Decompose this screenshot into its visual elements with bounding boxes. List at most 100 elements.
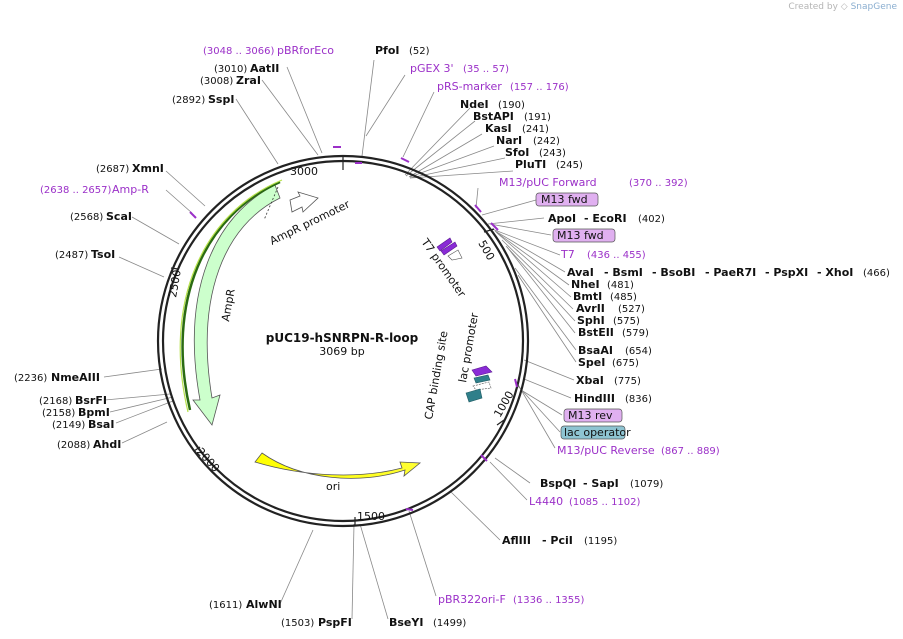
enzyme-name-bsai: BsaI (88, 418, 114, 431)
primer-pos-prsmarker: (157 .. 176) (510, 82, 569, 93)
enzyme-pos-hindiii: (836) (625, 394, 652, 405)
enzyme-pos-bsrfi: (2168) (39, 396, 72, 407)
enzyme-name-bmti: BmtI (573, 290, 602, 303)
enzyme-name-pluti: PluTI (515, 158, 546, 171)
enzyme-name-ahdi: AhdI (93, 438, 121, 451)
enzyme-name-afliii: AflIII (502, 534, 531, 547)
enzyme-pos-spei: (675) (612, 358, 639, 369)
enzyme-name-tsoi: TsoI (91, 248, 115, 261)
enzyme-name-bsobi: - BsoBI (652, 266, 695, 279)
primer-markers (189, 146, 518, 511)
feature-label-ampr: AmpR (219, 288, 238, 323)
ampr-feature (179, 179, 283, 426)
tick-label-2500: 2500 (166, 269, 184, 299)
enzyme-pos-alwni: (1611) (209, 600, 242, 611)
lac-promoter-feature (465, 365, 493, 403)
enzyme-pos-xbai: (775) (614, 376, 641, 387)
enzyme-name-avrii: AvrII (576, 302, 605, 315)
enzyme-pos-ahdi: (2088) (57, 440, 90, 451)
enzyme-name-ecori: - EcoRI (584, 212, 627, 225)
box-lac-operator: lac operator (560, 425, 631, 440)
enzyme-name-sapi: - SapI (583, 477, 619, 490)
enzyme-name-xhoi: - XhoI (817, 266, 853, 279)
enzyme-name-bseyi: BseYI (389, 616, 423, 629)
t7-promoter-feature (436, 237, 463, 261)
primer-pos-t7: (436 .. 455) (587, 250, 646, 261)
enzyme-name-pcii: - PciI (542, 534, 573, 547)
enzyme-pos-bsaai: (654) (625, 346, 652, 357)
enzyme-pos-nhei: (481) (607, 280, 634, 291)
enzyme-name-hindiii: HindIII (574, 392, 615, 405)
box-m13fwd-1: M13 fwd (535, 192, 599, 207)
primer-name-m13puc: M13/pUC Forward (499, 176, 597, 189)
credit-brand: SnapGene (850, 2, 897, 12)
tick-label-3000: 3000 (290, 165, 318, 178)
primer-name-m13pucrev: M13/pUC Reverse (557, 444, 655, 457)
enzyme-name-sspi: SspI (208, 93, 234, 106)
primer-pos-pgex3: (35 .. 57) (463, 64, 509, 75)
enzyme-pos-bsteii: (579) (622, 328, 649, 339)
enzyme-name-nmeaiii: NmeAIII (51, 371, 100, 384)
snapgene-logo-icon: ◇ (840, 2, 848, 12)
enzyme-pos-tsoi: (2487) (55, 250, 88, 261)
enzyme-pos-sspi: (2892) (172, 95, 205, 106)
leader-lines (103, 59, 577, 620)
enzyme-pos-aatii: (3010) (214, 64, 247, 75)
ampr-promoter-feature (289, 191, 319, 213)
enzyme-name-sphi: SphI (577, 314, 605, 327)
enzyme-pos-bstapi: (191) (524, 112, 551, 123)
enzyme-pos-sapi: (1079) (630, 479, 663, 490)
enzyme-pos-avrii: (527) (618, 304, 645, 315)
enzyme-pos-sfoi: (243) (539, 148, 566, 159)
enzyme-name-pfoi: PfoI (375, 44, 400, 57)
primer-pos-m13puc: (370 .. 392) (629, 178, 688, 189)
plasmid-name: pUC19-hSNRPN-R-loop (266, 331, 419, 345)
enzyme-name-pspfi: PspFI (318, 616, 352, 629)
enzyme-name-pspxi: - PspXI (765, 266, 808, 279)
enzyme-pos-bseyi: (1499) (433, 618, 466, 629)
enzyme-pos-nmeaiii: (2236) (14, 373, 47, 384)
enzyme-pos-zrai: (3008) (200, 76, 233, 87)
enzyme-pos-ecori: (402) (638, 214, 665, 225)
enzyme-pos-sphi: (575) (613, 316, 640, 327)
primer-pos-ampr: (2638 .. 2657) (40, 185, 112, 196)
enzyme-name-sfoi: SfoI (505, 146, 529, 159)
enzyme-name-xbai: XbaI (576, 374, 604, 387)
enzyme-pos-xmni: (2687) (96, 164, 129, 175)
enzyme-name-bsmi: - BsmI (604, 266, 643, 279)
feature-label-cap-site: CAP binding site (422, 330, 450, 421)
enzyme-name-kasi: KasI (485, 122, 512, 135)
enzyme-name-avai: AvaI (567, 266, 594, 279)
enzyme-name-xmni: XmnI (132, 162, 164, 175)
primer-name-pgex3: pGEX 3' (410, 62, 454, 75)
primer-name-pbrforeco: pBRforEco (277, 44, 334, 57)
primer-pos-m13pucrev: (867 .. 889) (661, 446, 720, 457)
primer-name-ampr: Amp-R (112, 183, 149, 196)
enzyme-name-ndei: NdeI (460, 98, 489, 111)
credit-prefix: Created by (788, 2, 838, 12)
enzyme-name-nari: NarI (496, 134, 522, 147)
enzyme-pos-pluti: (245) (556, 160, 583, 171)
primer-name-prsmarker: pRS-marker (437, 80, 502, 93)
primer-pos-l4440: (1085 .. 1102) (569, 497, 641, 508)
enzyme-name-spei: SpeI (578, 356, 605, 369)
ring-ticks (170, 155, 505, 525)
enzyme-pos-bsai: (2149) (52, 420, 85, 431)
enzyme-name-alwni: AlwNI (246, 598, 282, 611)
enzyme-name-bsrfi: BsrFI (75, 394, 107, 407)
enzyme-name-paer7i: - PaeR7I (705, 266, 756, 279)
enzyme-pos-scai: (2568) (70, 212, 103, 223)
plasmid-length: 3069 bp (319, 345, 364, 358)
primer-name-t7: T7 (560, 248, 575, 261)
box-lac-operator-label: lac operator (564, 426, 631, 439)
enzyme-pos-pcii: (1195) (584, 536, 617, 547)
enzyme-name-bstapi: BstAPI (473, 110, 514, 123)
enzyme-pos-bmti: (485) (610, 292, 637, 303)
tick-label-1500: 1500 (357, 510, 385, 523)
primer-name-pbr322: pBR322ori-F (438, 593, 506, 606)
enzyme-pos-pspfi: (1503) (281, 618, 314, 629)
enzyme-pos-ndei: (190) (498, 100, 525, 111)
box-m13fwd-2-label: M13 fwd (557, 229, 604, 242)
enzyme-name-bpmi: BpmI (78, 406, 110, 419)
